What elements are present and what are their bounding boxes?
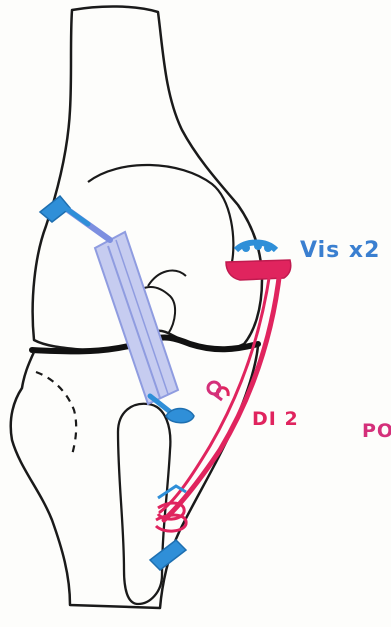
lateral-screws — [236, 242, 276, 252]
tibial-screw — [166, 409, 194, 423]
patella-notch-line — [148, 271, 186, 286]
graft-label: DI 2 — [252, 408, 299, 430]
distal-fixation — [150, 486, 186, 570]
tunnel-graft — [68, 210, 178, 418]
dashed-osteotomy-line — [36, 372, 76, 455]
cut-label: PO — [362, 420, 391, 442]
screw-count-label: Vis x2 — [300, 238, 380, 263]
ligament-graft — [160, 260, 291, 520]
